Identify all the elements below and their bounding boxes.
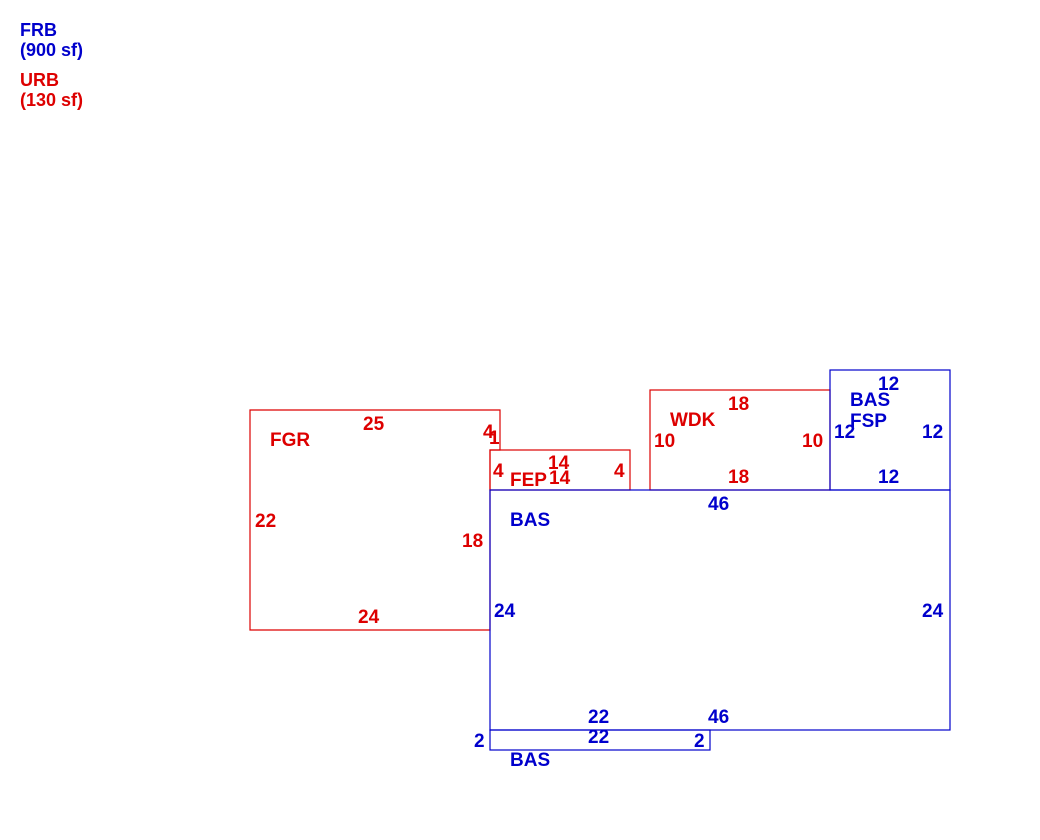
wdk-dim-left: 10 bbox=[654, 431, 675, 452]
bas-fsp-dim-left: 12 bbox=[834, 422, 855, 443]
bas-main-dim-lower-step: 22 bbox=[588, 707, 609, 728]
fgr-dim-right: 18 bbox=[462, 531, 483, 552]
fep-dim-bottom: 14 bbox=[549, 468, 571, 489]
fep-dim-right: 4 bbox=[614, 461, 625, 482]
fgr-dim-step-a: 4 bbox=[483, 422, 494, 443]
wdk-label: WDK bbox=[670, 410, 716, 431]
bas-main-dim-bottom: 46 bbox=[708, 707, 729, 728]
legend-frb-area: (900 sf) bbox=[20, 40, 84, 60]
wdk-dim-bottom: 18 bbox=[728, 467, 749, 488]
bas-fsp-dim-top: 12 bbox=[878, 374, 899, 395]
legend-frb-code: FRB bbox=[20, 20, 57, 40]
bas-fsp-label-bas: BAS bbox=[850, 390, 890, 411]
fgr-dim-step-b: 1 bbox=[489, 428, 500, 449]
bas-main-dim-left: 24 bbox=[494, 601, 516, 622]
bas-bottom-dim-left: 2 bbox=[474, 731, 485, 752]
fgr-dim-bottom: 24 bbox=[358, 607, 380, 628]
bas-bottom-outline bbox=[489, 729, 711, 751]
legend-urb-area: (130 sf) bbox=[20, 90, 84, 110]
fep-dim-left: 4 bbox=[493, 461, 504, 482]
bas-main-dim-top: 46 bbox=[708, 494, 729, 515]
fgr-dim-top: 25 bbox=[363, 414, 385, 435]
bas-bottom-dim-top: 22 bbox=[588, 727, 609, 748]
legend-urb-code: URB bbox=[20, 70, 59, 90]
bas-main-outline bbox=[489, 489, 951, 731]
bas-main-label: BAS bbox=[510, 510, 550, 531]
fep-label: FEP bbox=[510, 470, 547, 491]
bas-bottom-label: BAS bbox=[510, 750, 550, 771]
fep-dim-top: 14 bbox=[548, 453, 570, 474]
bas-fsp-label-fsp: FSP bbox=[850, 411, 887, 432]
bas-bottom-dim-right: 2 bbox=[694, 731, 705, 752]
fgr-dim-left: 22 bbox=[255, 511, 276, 532]
bas-fsp-dim-right: 12 bbox=[922, 422, 943, 443]
wdk-dim-right: 10 bbox=[802, 431, 823, 452]
wdk-dim-top: 18 bbox=[728, 394, 749, 415]
fgr-label: FGR bbox=[270, 430, 310, 451]
bas-fsp-dim-bottom: 12 bbox=[878, 467, 899, 488]
bas-main-dim-right: 24 bbox=[922, 601, 944, 622]
